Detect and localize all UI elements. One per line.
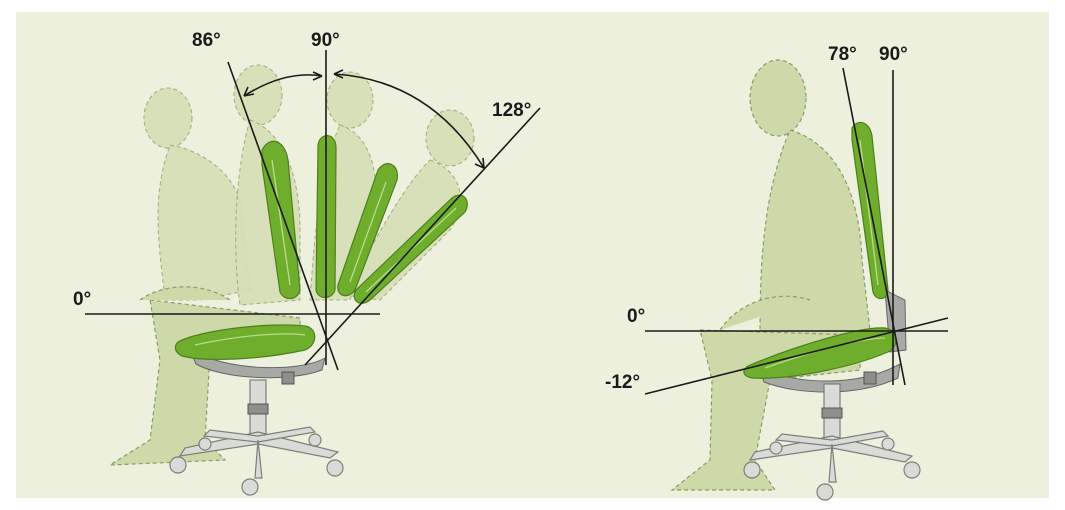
- label-86-degrees: 86°: [192, 30, 221, 51]
- label-90-degrees-left: 90°: [311, 30, 340, 51]
- label-78-degrees: 78°: [828, 44, 857, 65]
- right-chair-figure: 78° 90° 0° -12°: [605, 44, 948, 500]
- left-chair-figure: 86° 90° 128° 0°: [73, 30, 540, 495]
- person-leaning-forward: [144, 88, 250, 300]
- label-128-degrees: 128°: [492, 100, 531, 121]
- chair-base-right: [744, 372, 920, 500]
- label-0-degrees-right: 0°: [627, 306, 645, 327]
- label-0-degrees-left: 0°: [73, 289, 91, 310]
- label-minus-12-degrees: -12°: [605, 372, 640, 393]
- label-90-degrees-right: 90°: [879, 44, 908, 65]
